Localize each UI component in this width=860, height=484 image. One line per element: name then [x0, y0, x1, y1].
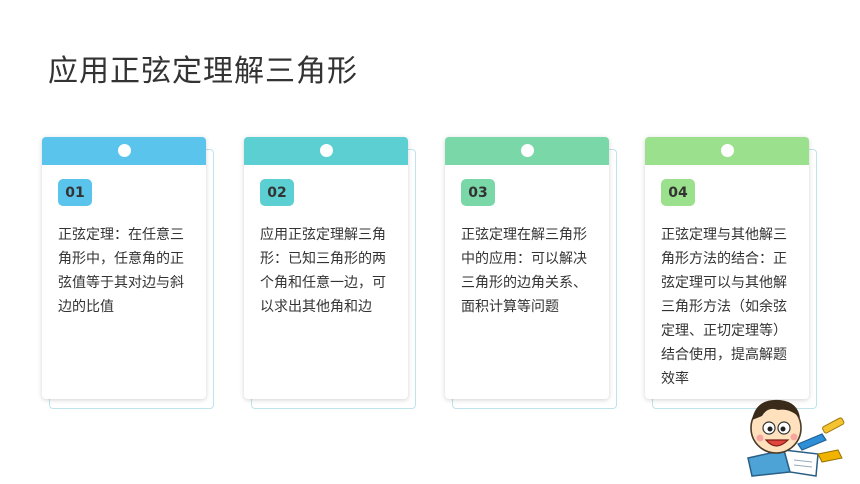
card-2: 02 应用正弦定理解三角形：已知三角形的两个角和任意一边，可以求出其他角和边 — [244, 137, 416, 411]
card-number-badge: 04 — [661, 179, 695, 206]
card-3: 03 正弦定理在解三角形中的应用：可以解决三角形的边角关系、面积计算等问题 — [445, 137, 617, 411]
card-number-badge: 01 — [58, 179, 92, 206]
pin-icon — [721, 144, 734, 157]
card-header — [244, 137, 408, 165]
pin-icon — [320, 144, 333, 157]
card-1: 01 正弦定理：在任意三角形中，任意角的正弦值等于其对边与斜边的比值 — [42, 137, 214, 411]
card-panel: 03 正弦定理在解三角形中的应用：可以解决三角形的边角关系、面积计算等问题 — [445, 137, 609, 399]
card-text: 正弦定理与其他解三角形方法的结合：正弦定理可以与其他解三角形方法（如余弦定理、正… — [661, 227, 787, 387]
card-number-badge: 02 — [260, 179, 294, 206]
card-header — [645, 137, 809, 165]
card-text: 正弦定理在解三角形中的应用：可以解决三角形的边角关系、面积计算等问题 — [461, 227, 587, 315]
pin-icon — [521, 144, 534, 157]
card-text: 应用正弦定理解三角形：已知三角形的两个角和任意一边，可以求出其他角和边 — [260, 227, 386, 315]
card-panel: 02 应用正弦定理解三角形：已知三角形的两个角和任意一边，可以求出其他角和边 — [244, 137, 408, 399]
card-panel: 04 正弦定理与其他解三角形方法的结合：正弦定理可以与其他解三角形方法（如余弦定… — [645, 137, 809, 399]
card-header — [42, 137, 206, 165]
slide-title: 应用正弦定理解三角形 — [48, 54, 358, 89]
reading-boy-mascot-icon — [747, 399, 845, 477]
card-header — [445, 137, 609, 165]
card-panel: 01 正弦定理：在任意三角形中，任意角的正弦值等于其对边与斜边的比值 — [42, 137, 206, 399]
card-text: 正弦定理：在任意三角形中，任意角的正弦值等于其对边与斜边的比值 — [58, 227, 184, 315]
pin-icon — [118, 144, 131, 157]
card-number-badge: 03 — [461, 179, 495, 206]
card-4: 04 正弦定理与其他解三角形方法的结合：正弦定理可以与其他解三角形方法（如余弦定… — [645, 137, 817, 411]
